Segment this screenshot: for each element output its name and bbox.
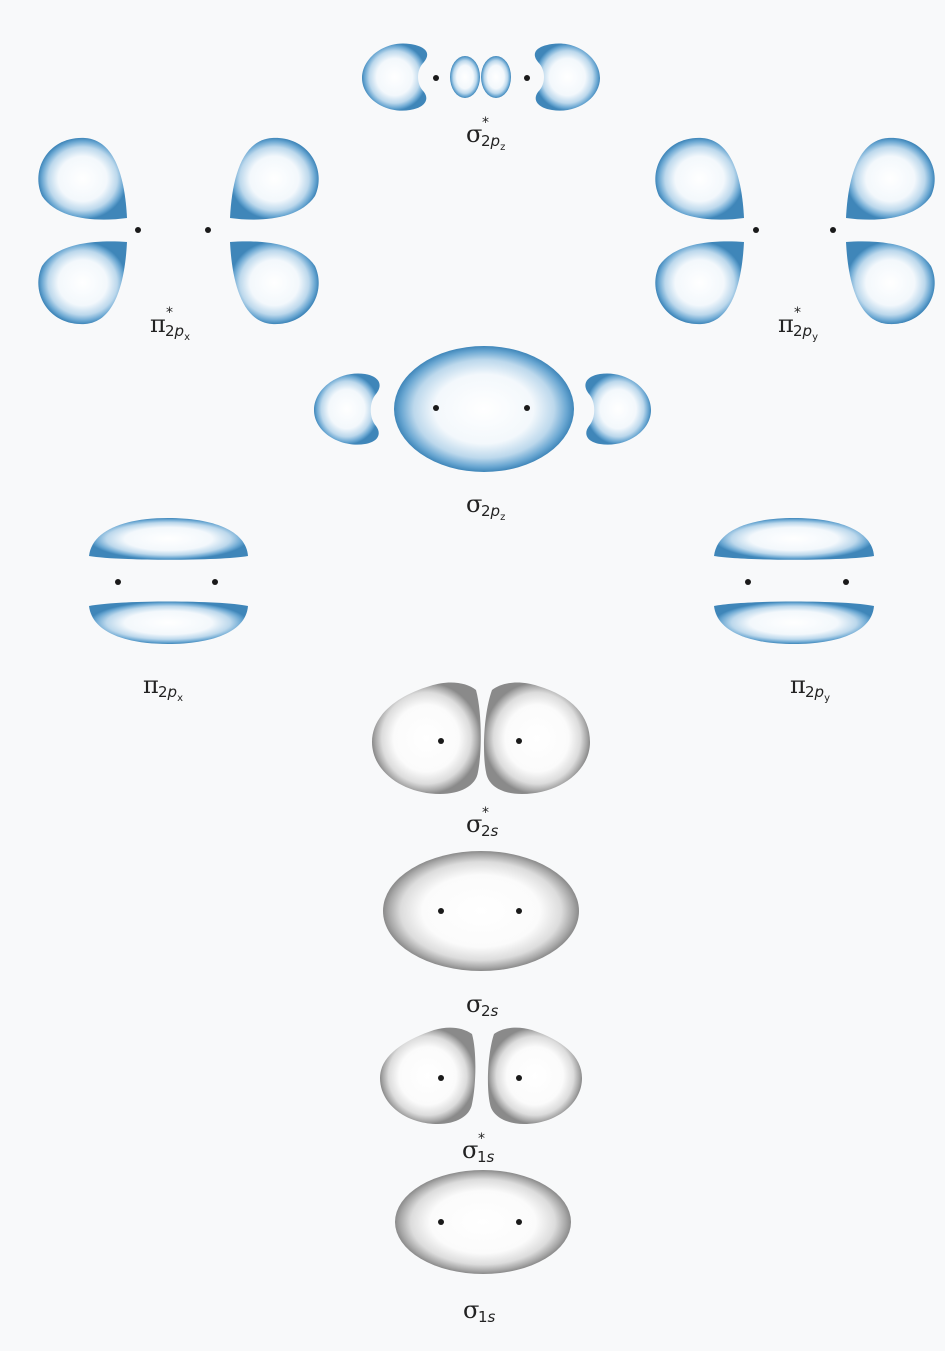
nucleus: [516, 738, 522, 744]
label-sigma-star-1s: σ*1s: [462, 1131, 495, 1166]
nucleus: [135, 227, 141, 233]
nucleus: [524, 405, 530, 411]
lobe-right: [534, 43, 600, 111]
lobe-center: [394, 346, 574, 472]
nucleus: [438, 1219, 444, 1225]
nucleus: [516, 1075, 522, 1081]
lobe-left: [362, 43, 428, 111]
sigma-star-1s-orbital: [380, 1027, 582, 1124]
nucleus: [843, 579, 849, 585]
nucleus: [438, 908, 444, 914]
label-sigma-star-2pz: σ*2pz: [466, 115, 506, 153]
sigma-star-2pz-orbital: [362, 43, 600, 111]
label-pi-star-2py: π*2py: [778, 305, 818, 343]
nucleus: [745, 579, 751, 585]
nucleus: [433, 405, 439, 411]
label-sigma-star-2s: σ*2s: [466, 805, 499, 840]
sigma-2pz-orbital: [314, 346, 651, 472]
nucleus: [433, 75, 439, 81]
pi-2px-orbital: [89, 518, 248, 644]
lobe-left: [314, 373, 380, 445]
nucleus: [438, 738, 444, 744]
lobe-inner-right: [481, 56, 511, 98]
nucleus: [516, 908, 522, 914]
lobe-inner-left: [450, 56, 480, 98]
nucleus: [438, 1075, 444, 1081]
nucleus: [205, 227, 211, 233]
sigma-star-2s-orbital: [372, 682, 590, 794]
pi-star-2px-orbital: [38, 137, 319, 325]
nucleus: [516, 1219, 522, 1225]
sigma-1s-orbital: [395, 1170, 571, 1274]
label-pi-star-2px: π*2px: [150, 305, 190, 343]
nucleus: [212, 579, 218, 585]
nucleus: [830, 227, 836, 233]
pi-2py-orbital: [714, 518, 874, 644]
nucleus: [115, 579, 121, 585]
sigma-2s-orbital: [383, 851, 579, 971]
nucleus: [753, 227, 759, 233]
lobe-right: [585, 373, 651, 445]
pi-star-2py-orbital: [655, 137, 935, 325]
nucleus: [524, 75, 530, 81]
